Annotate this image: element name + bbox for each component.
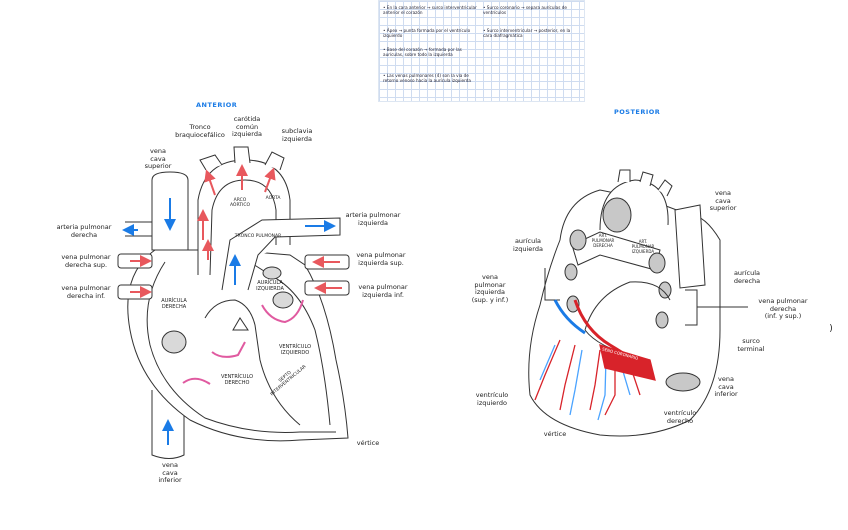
coronary-sinus-body <box>599 344 656 381</box>
label-aorta: AORTA <box>265 196 281 201</box>
label-post-vpd: vena pulmonar derecha (inf. y sup.) <box>758 297 808 320</box>
label-vpii: vena pulmonar izquierda inf. <box>358 283 408 299</box>
label-post-aurizq: aurícula izquierda <box>513 237 543 253</box>
label-arco: ARCO AÓRTICO <box>229 198 251 208</box>
posterior-heart <box>528 169 748 437</box>
aortic-arch-inner <box>209 179 277 276</box>
label-vd: VENTRÍCULO DERECHO <box>220 374 254 386</box>
label-post-vpi: vena pulmonar izquierda (sup. y inf.) <box>471 273 509 304</box>
pulmonary-trunk <box>221 217 341 291</box>
inner-wall <box>146 261 336 433</box>
label-post-surco: surco terminal <box>737 337 765 353</box>
left-pulm-vein-sup <box>564 263 578 281</box>
label-post-vcs: vena cava superior <box>709 189 737 212</box>
posterior-svc <box>674 204 706 289</box>
pulmonary-vein-ostium <box>262 266 282 280</box>
anterior-title: ANTERIOR <box>196 101 238 109</box>
label-post-apd: ART. PULMONAR DERECHA <box>591 233 615 248</box>
septum-line <box>204 299 301 426</box>
carotid-branch <box>233 146 251 164</box>
label-vcs: vena cava superior <box>144 147 172 170</box>
anterior-arrows <box>122 164 342 445</box>
label-vertice: vértice <box>356 439 380 447</box>
note-item: • Surco coronario → separa aurículas de … <box>483 5 567 15</box>
note-item: • Las venas pulmonares (4) son la vía de… <box>383 73 472 83</box>
brachiocephalic-branch <box>199 154 223 171</box>
note-item: • Base del corazón → formada por las aur… <box>383 47 462 57</box>
posterior-vessels <box>534 299 656 421</box>
label-post-vci: vena cava inferior <box>714 375 738 398</box>
subclavian-branch <box>264 151 285 171</box>
label-vpds: vena pulmonar derecha sup. <box>61 253 111 269</box>
label-apd: arteria pulmonar derecha <box>56 223 112 239</box>
great-cardiac-vein <box>553 299 586 335</box>
pulmonary-artery-right-ostium <box>648 252 666 274</box>
label-tronco: Tronco braquiocefálico <box>175 123 225 139</box>
label-vi: VENTRÍCULO IZQUIERDO <box>278 344 312 356</box>
arrow-brachio <box>204 169 216 196</box>
tricuspid-valve <box>211 341 246 358</box>
note-item: • En la cara anterior → surco interventr… <box>383 5 477 15</box>
label-post-vder: ventrículo derecho <box>663 409 697 425</box>
arrow-subclavian <box>264 167 276 193</box>
posterior-ivc <box>665 372 701 392</box>
label-vpdi: vena pulmonar derecha inf. <box>61 284 111 300</box>
pulmonary-valve <box>232 317 249 331</box>
label-post-api: ART. PULMONAR IZQUIERDA <box>631 239 655 254</box>
right-pulm-vein-inf <box>655 311 669 329</box>
label-ai: AURÍCULA IZQUIERDA <box>256 280 284 292</box>
label-post-arco: CAYADO AÓRTICO <box>637 203 655 213</box>
right-pulm-vein-sup <box>658 281 672 299</box>
left-atrium-ostium <box>272 291 294 309</box>
notes-sheet: • En la cara anterior → surco interventr… <box>378 0 585 102</box>
posterior-arch-branches <box>617 169 673 197</box>
label-carotida: carótida común izquierda <box>232 115 262 138</box>
note-item: • Surco interventricular → posterior, en… <box>483 28 571 38</box>
coronary-sinus-ostium <box>161 330 187 354</box>
stray-mark: ) <box>829 324 833 334</box>
label-vci: vena cava inferior <box>158 461 182 484</box>
label-post-vertice: vértice <box>543 430 567 438</box>
label-post-vizq: ventrículo izquierdo <box>475 391 509 407</box>
label-api: arteria pulmonar izquierda <box>345 211 401 227</box>
label-subclavia: subclavia izquierda <box>281 127 313 143</box>
mitral-valve <box>261 299 304 324</box>
papillary-muscle <box>182 377 211 385</box>
note-item: • Ápex → punta formada por el ventrículo… <box>383 28 471 38</box>
label-ad: AURÍCULA DERECHA <box>161 298 187 310</box>
posterior-aorta-ostium <box>602 197 632 233</box>
label-post-aurder: aurícula derecha <box>733 269 761 285</box>
posterior-title: POSTERIOR <box>614 108 661 116</box>
left-ventricle-wall <box>237 254 331 426</box>
right-pulmonary-artery <box>125 221 152 237</box>
coronary-branches-blue <box>539 344 631 421</box>
pulmonary-artery-left-ostium <box>569 229 587 251</box>
coronary-branches-red <box>534 339 641 416</box>
label-tronco-pulm: TRONCO PULMONAR <box>234 234 282 239</box>
label-vpis: vena pulmonar izquierda sup. <box>356 251 406 267</box>
